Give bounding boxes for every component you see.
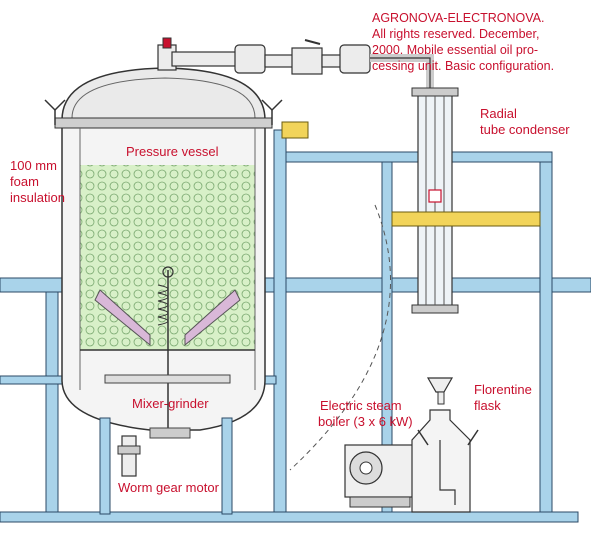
copyright-notice: AGRONOVA-ELECTRONOVA. All rights reserve… <box>372 11 554 73</box>
valve-handle <box>304 39 321 45</box>
label-florentine-2: flask <box>474 398 501 413</box>
label-steam-boiler-2: boiler (3 x 6 kW) <box>318 414 413 429</box>
label-florentine-1: Florentine <box>474 382 532 397</box>
copyright-line-3: 2000. Mobile essential oil pro- <box>372 43 538 57</box>
worm-gear-motor <box>117 435 141 477</box>
flange-clamps <box>44 99 283 125</box>
vessel-legs <box>99 417 233 515</box>
label-pressure-vessel: Pressure vessel <box>126 144 219 159</box>
copyright-line-2: All rights reserved. December, <box>372 27 539 41</box>
florentine-flask <box>411 377 479 513</box>
vapour-pipe <box>157 44 434 90</box>
copyright-line-4: cessing unit. Basic configuration. <box>372 59 554 73</box>
copyright-line-1: AGRONOVA-ELECTRONOVA. <box>372 11 544 25</box>
pressure-relief-valve <box>162 37 172 49</box>
swing-arc <box>289 204 392 471</box>
label-insulation-2: foam <box>10 174 39 189</box>
label-condenser-2: tube condenser <box>480 122 570 137</box>
pressure-vessel <box>54 67 273 439</box>
electric-steam-boiler <box>344 444 416 508</box>
label-mixer-grinder: Mixer-grinder <box>132 396 209 411</box>
cone-left <box>94 289 151 347</box>
cone-right <box>184 289 241 347</box>
auger-spiral <box>157 284 169 326</box>
condenser-brackets <box>281 121 541 227</box>
vessel-dome <box>61 67 266 121</box>
label-insulation-3: insulation <box>10 190 65 205</box>
label-condenser-1: Radial <box>480 106 517 121</box>
vessel-flange <box>54 117 273 129</box>
label-worm-gear-motor: Worm gear motor <box>118 480 220 495</box>
radial-tube-condenser <box>411 87 459 314</box>
label-insulation-1: 100 mm <box>10 158 57 173</box>
label-steam-boiler-1: Electric steam <box>320 398 402 413</box>
